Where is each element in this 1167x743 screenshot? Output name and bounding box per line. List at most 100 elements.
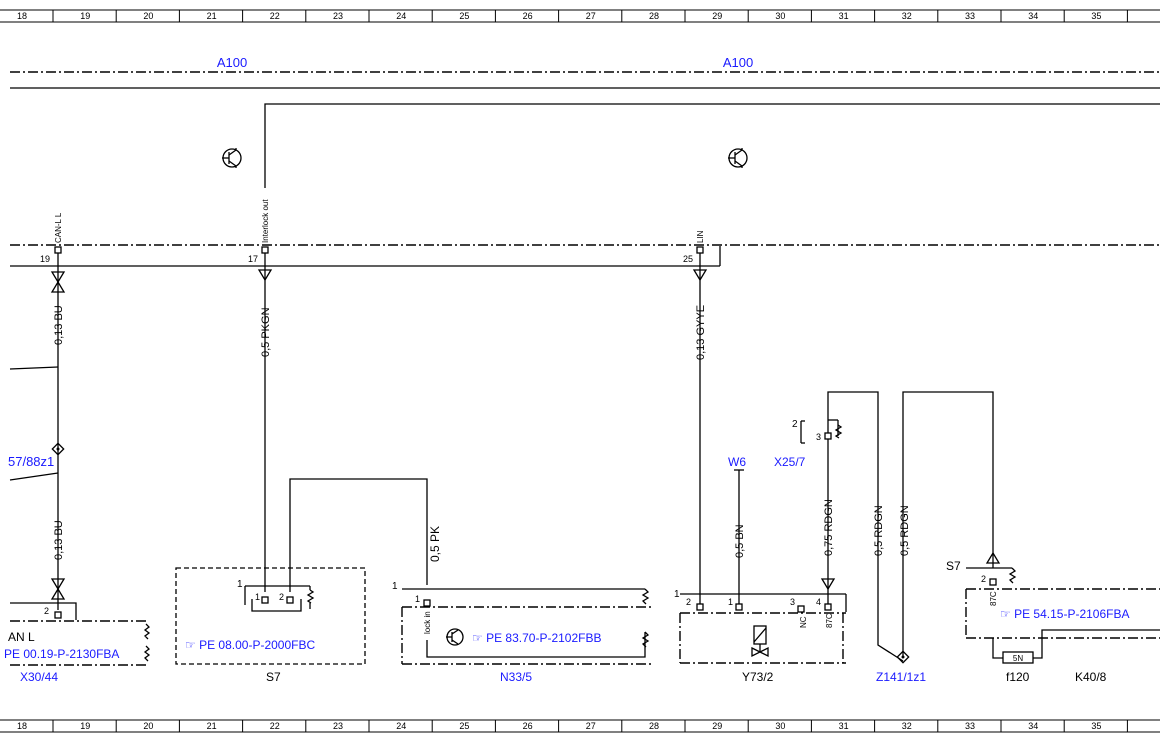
- column-number: 19: [80, 721, 90, 731]
- svg-text:1: 1: [674, 589, 680, 600]
- component-s7: 1 1 2 ☞ PE 08.00-P-2000FBC S7: [175, 567, 366, 684]
- column-number: 31: [839, 11, 849, 21]
- column-number: 20: [143, 721, 153, 731]
- column-number: 33: [965, 721, 975, 731]
- component-y73-2: 1 2 1 3 4 NC 87C Y73/2: [674, 589, 847, 684]
- column-number: 21: [207, 11, 217, 21]
- module-label-left: A100: [217, 55, 247, 70]
- svg-text:1: 1: [415, 594, 420, 604]
- connector-x25-7: X25/7 2 3 0,75 RDGN: [774, 391, 904, 662]
- column-number: 21: [207, 721, 217, 731]
- column-number: 27: [586, 721, 596, 731]
- column-number: 19: [80, 11, 90, 21]
- component-k40-8: S7 2 87C ☞ PE 54.15-P-2106FBA 5N f120 K4…: [946, 551, 1160, 684]
- pin-label: LIN: [696, 230, 705, 243]
- pin-label: Interlock out: [261, 199, 270, 243]
- column-number: 31: [839, 721, 849, 731]
- svg-text:lock in: lock in: [423, 611, 432, 634]
- pin-label: CAN-L L: [54, 212, 63, 243]
- column-number: 28: [649, 11, 659, 21]
- pin-number: 17: [248, 254, 258, 264]
- pin-number: 19: [40, 254, 50, 264]
- module-label-right: A100: [723, 55, 753, 70]
- component-name: Z141/1z1: [876, 670, 926, 684]
- wire-label: 0,5 RDGN: [873, 505, 885, 556]
- svg-text:87C: 87C: [825, 613, 834, 628]
- column-number: 30: [775, 11, 785, 21]
- pin-number: 25: [683, 254, 693, 264]
- svg-text:2: 2: [792, 419, 798, 430]
- reference-link[interactable]: ☞ PE 08.00-P-2000FBC: [185, 638, 315, 652]
- column-number: 20: [143, 11, 153, 21]
- junction-label: 57/88z1: [8, 454, 54, 469]
- wire-label: 0,13 BU: [53, 305, 65, 345]
- column-number: 25: [459, 11, 469, 21]
- column-number: 24: [396, 721, 406, 731]
- svg-text:1: 1: [237, 579, 243, 590]
- wire-label: 0,13 GYYE: [695, 305, 707, 360]
- a100-module: A100 A100: [10, 55, 1160, 267]
- svg-text:2: 2: [279, 592, 284, 602]
- column-number: 34: [1028, 11, 1038, 21]
- wire-lin: 0,13 GYYE: [692, 253, 708, 604]
- svg-text:2: 2: [981, 574, 986, 584]
- wire-label: 0,5 PK: [428, 526, 442, 562]
- column-number: 29: [712, 721, 722, 731]
- svg-text:2: 2: [44, 606, 49, 616]
- svg-text:AN L: AN L: [8, 630, 35, 644]
- svg-text:3: 3: [790, 597, 795, 607]
- component-n33-5: 0,5 PK 1 1 lock in ☞ PE 83.70-P-2102FBB …: [392, 526, 652, 684]
- svg-text:3: 3: [816, 432, 821, 442]
- column-number: 32: [902, 11, 912, 21]
- reference-link[interactable]: PE 00.19-P-2130FBA: [4, 647, 119, 661]
- component-name: N33/5: [500, 670, 532, 684]
- ground-w6: W6 0,5 BN: [728, 455, 746, 604]
- connector-x30-44: 2 AN L PE 00.19-P-2130FBA X30/44: [4, 602, 151, 684]
- component-name: K40/8: [1075, 670, 1107, 684]
- column-number: 27: [586, 11, 596, 21]
- column-number: 32: [902, 721, 912, 731]
- column-number: 26: [523, 11, 533, 21]
- svg-text:1: 1: [392, 581, 398, 592]
- column-number: 22: [270, 721, 280, 731]
- pin-interlock-out: Interlock out 17: [248, 199, 270, 264]
- pin-can-l: CAN-L L 19: [40, 212, 63, 264]
- svg-text:S7: S7: [946, 559, 961, 573]
- component-name: f120: [1006, 670, 1030, 684]
- column-number: 18: [17, 721, 27, 731]
- reference-link[interactable]: ☞ PE 83.70-P-2102FBB: [472, 631, 602, 645]
- column-number: 29: [712, 11, 722, 21]
- column-number: 28: [649, 721, 659, 731]
- svg-text:4: 4: [816, 597, 821, 607]
- svg-text:2: 2: [686, 597, 691, 607]
- pin-lin: LIN 25: [683, 230, 705, 264]
- column-number: 25: [459, 721, 469, 731]
- wire-can-l: 0,13 BU 0,13 BU 57/88z1: [8, 253, 66, 610]
- column-number: 35: [1091, 11, 1101, 21]
- column-number: 23: [333, 11, 343, 21]
- svg-text:1: 1: [728, 597, 733, 607]
- svg-text:1: 1: [255, 592, 260, 602]
- transistor-icon: [728, 148, 748, 168]
- column-number: 26: [523, 721, 533, 731]
- wire-rdgn: 0,5 RDGN 0,5 RDGN Z141/1z1: [873, 391, 994, 684]
- column-number: 33: [965, 11, 975, 21]
- wire-label: 0,5 RDGN: [899, 505, 911, 556]
- component-name: X30/44: [20, 670, 58, 684]
- wire-label: 0,75 RDGN: [823, 499, 835, 556]
- fuse-rating: 5N: [1013, 654, 1023, 663]
- wire-label: 0,5 PKGN: [260, 307, 272, 357]
- wire-label: 0,13 BU: [53, 520, 65, 560]
- svg-text:NC: NC: [799, 616, 808, 628]
- component-name: S7: [266, 670, 281, 684]
- column-number: 34: [1028, 721, 1038, 731]
- reference-link[interactable]: ☞ PE 54.15-P-2106FBA: [1000, 607, 1130, 621]
- svg-text:W6: W6: [728, 455, 746, 469]
- svg-text:87C: 87C: [989, 591, 998, 606]
- column-number: 22: [270, 11, 280, 21]
- wire-interlock: 0,5 PKGN: [257, 253, 428, 592]
- wire-label: 0,5 BN: [734, 524, 746, 558]
